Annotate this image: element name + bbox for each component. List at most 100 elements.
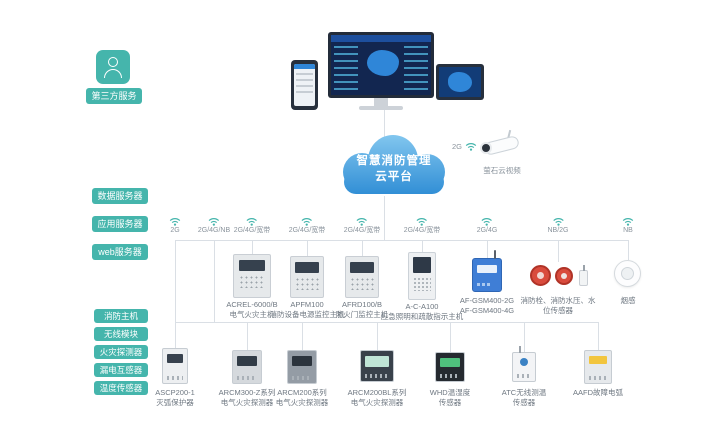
connection-label: 2G/4G/宽带	[288, 227, 326, 234]
device-label-aafd: AAFD故障电弧	[552, 388, 644, 398]
tablet	[436, 64, 484, 100]
device-whd	[435, 352, 465, 382]
device-label-aca100: A-C-A100 应急照明和疏散指示主机	[376, 302, 468, 322]
wifi-icon	[208, 218, 220, 226]
category-leakage-ct: 漏电互感器	[94, 363, 148, 377]
server-label-web: web服务器	[92, 244, 148, 260]
device-model: 消防栓、消防水压、水位传感器	[520, 296, 596, 315]
line-drop-afrd	[362, 240, 363, 256]
connection-label: 2G/4G/宽带	[343, 227, 381, 234]
person-body-icon	[104, 69, 122, 78]
connection-label: 2G	[170, 227, 180, 234]
device-label-ascp: ASCP200-1 灭弧保护器	[129, 388, 221, 408]
device-arcm200bl	[360, 350, 394, 382]
device-model: ARCM300-Z系列	[218, 388, 276, 397]
device-desc: 电气火灾主机	[229, 309, 275, 319]
device-keypad	[239, 275, 265, 288]
monitor-screen	[331, 35, 431, 95]
line-drop-2g	[175, 240, 176, 322]
device-screen	[295, 262, 319, 273]
wifi-icon	[481, 218, 493, 226]
camera-lens-icon	[480, 142, 492, 154]
device-label-whd: WHD温湿度 传感器	[404, 388, 496, 408]
connection-label: 2G/4G/宽带	[403, 227, 441, 234]
device-aca100	[408, 252, 436, 300]
device-model: ATC无线测温	[501, 388, 547, 397]
camera-network-label: 2G	[452, 142, 463, 151]
device-screen	[440, 358, 460, 367]
gateway-leds	[477, 283, 491, 286]
device-model: AAFD故障电弧	[572, 388, 623, 397]
connection-label: NB/2G	[547, 227, 569, 234]
device-desc: 电气火灾探测器	[275, 397, 329, 407]
gateway-stripe	[477, 265, 497, 273]
device-model: A-C-A100	[405, 302, 439, 311]
desktop-monitor	[328, 32, 434, 98]
device-arcm300z	[232, 350, 262, 384]
connection-7: NB/2G	[547, 217, 569, 235]
device-label-acrel: ACREL-6000/B 电气火灾主机	[206, 300, 298, 320]
cloud-title-line1: 智慧消防管理	[356, 155, 432, 167]
category-temp-sensor: 温度传感器	[94, 381, 148, 395]
device-label-atc: ATC无线测温 传感器	[478, 388, 570, 408]
ip-camera	[478, 128, 526, 162]
smartphone-screen	[294, 64, 315, 106]
cloud-shape	[343, 135, 445, 194]
cloud-title-line2: 云平台	[375, 170, 413, 183]
line-drop-hydrant	[558, 240, 559, 262]
device-screen	[412, 257, 432, 273]
category-fire-host: 消防主机	[94, 309, 148, 323]
device-model: 烟感	[620, 296, 636, 305]
device-label-afrd: AFRD100/B 防火门监控主机	[316, 300, 408, 320]
monitor-stand-base	[359, 106, 403, 110]
connection-8: NB	[622, 217, 634, 235]
category-fire-detector: 火灾探测器	[94, 345, 148, 359]
line-monitor-to-cloud	[384, 110, 385, 138]
connection-3: 2G/4G/宽带	[288, 217, 326, 235]
device-desc: 传感器	[438, 397, 462, 407]
line-drop-acrel	[252, 240, 253, 254]
device-aafd	[584, 350, 612, 384]
smartphone	[291, 60, 318, 110]
device-arcm200	[287, 350, 317, 384]
device-label-gsm400: AF-GSM400-2G AF-GSM400-4G	[441, 296, 533, 316]
hydrant-sensor-icon	[530, 265, 551, 286]
camera-network: 2G	[452, 142, 477, 151]
connection-5: 2G/4G/宽带	[403, 217, 441, 235]
device-label-arcm200: ARCM200系列 电气火灾探测器	[256, 388, 348, 408]
wifi-icon	[301, 218, 313, 226]
wifi-icon	[169, 218, 181, 226]
connection-1: 2G/4G/NB	[198, 217, 230, 235]
device-model: ASCP200-1	[155, 388, 195, 397]
device-screen	[520, 358, 528, 366]
line-drop-whd	[450, 322, 451, 352]
server-label-app: 应用服务器	[92, 216, 148, 232]
dashboard-header	[331, 35, 431, 42]
connection-6: 2G/4G	[477, 217, 497, 235]
device-acrel-6000	[233, 254, 271, 298]
device-screen	[350, 262, 374, 273]
device-af-gsm400	[472, 250, 502, 292]
line-drop-ascp	[175, 322, 176, 348]
device-keypad	[350, 277, 374, 290]
device-atc	[512, 346, 536, 382]
device-label-arcm300z: ARCM300-Z系列 电气火灾探测器	[201, 388, 293, 408]
device-model: AF-GSM400-2G	[459, 296, 515, 305]
device-keypad	[295, 277, 319, 290]
connection-4: 2G/4G/宽带	[343, 217, 381, 235]
wifi-icon	[465, 143, 477, 151]
monitor-stand-neck	[374, 98, 388, 106]
third-party-person-icon	[96, 50, 130, 84]
tablet-screen	[439, 67, 481, 97]
device-desc: AF-GSM400-4G	[459, 305, 515, 315]
line-drop-arcm300	[247, 322, 248, 350]
device-label-arcm200bl: ARCM200BL系列 电气火灾探测器	[331, 388, 423, 408]
device-desc: 消防设备电源监控主机	[269, 309, 345, 319]
device-model: AFRD100/B	[341, 300, 383, 309]
line-bottom-bus	[175, 322, 598, 323]
water-pressure-sensor-icon	[555, 267, 573, 285]
wifi-icon	[246, 218, 258, 226]
category-wireless-module: 无线模块	[94, 327, 148, 341]
device-keypad	[412, 277, 432, 291]
